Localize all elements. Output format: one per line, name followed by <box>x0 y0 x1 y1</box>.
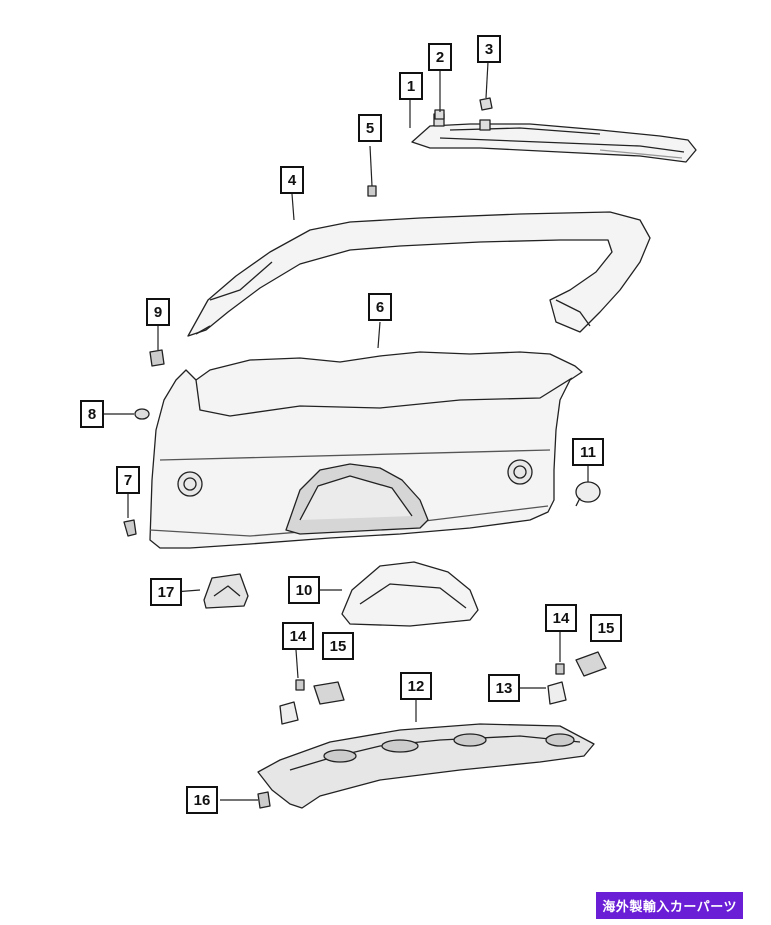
callout-2: 2 <box>428 43 452 71</box>
callout-13: 13 <box>488 674 520 702</box>
callout-12: 12 <box>400 672 432 700</box>
callout-15-right: 15 <box>590 614 622 642</box>
pushpin-11 <box>575 481 601 507</box>
callout-14-left: 14 <box>282 622 314 650</box>
callout-11: 11 <box>572 438 604 466</box>
callout-9: 9 <box>146 298 170 326</box>
grab-cover-10 <box>341 561 479 627</box>
header-trim-panel <box>411 113 697 163</box>
callout-15-left: 15 <box>322 632 354 660</box>
watermark-badge: 海外製輸入カーパーツ <box>596 892 743 919</box>
bracket-13 <box>547 681 567 705</box>
screw-7 <box>123 519 137 537</box>
bezel-17 <box>203 573 249 609</box>
clip-9 <box>149 349 165 367</box>
screw-14-left <box>295 679 305 691</box>
cap-15-left <box>313 681 345 705</box>
fastener-16 <box>257 791 271 809</box>
callout-17: 17 <box>150 578 182 606</box>
fastener-5 <box>367 185 377 197</box>
callout-3: 3 <box>477 35 501 63</box>
callout-8: 8 <box>80 400 104 428</box>
cap-15-right <box>575 651 607 677</box>
upper-trim-arch <box>187 211 651 337</box>
liftgate-trim-panel <box>149 351 583 549</box>
callout-14-right: 14 <box>545 604 577 632</box>
callout-16: 16 <box>186 786 218 814</box>
screw-14-right <box>555 663 565 675</box>
callout-6: 6 <box>368 293 392 321</box>
lower-closeout-12 <box>257 723 595 809</box>
callout-5: 5 <box>358 114 382 142</box>
callout-10: 10 <box>288 576 320 604</box>
leader-lines <box>104 61 589 801</box>
clip-3 <box>479 97 493 111</box>
callout-1: 1 <box>399 72 423 100</box>
callout-7: 7 <box>116 466 140 494</box>
bracket-left <box>279 701 299 725</box>
callout-4: 4 <box>280 166 304 194</box>
pushpin-8 <box>134 408 150 420</box>
